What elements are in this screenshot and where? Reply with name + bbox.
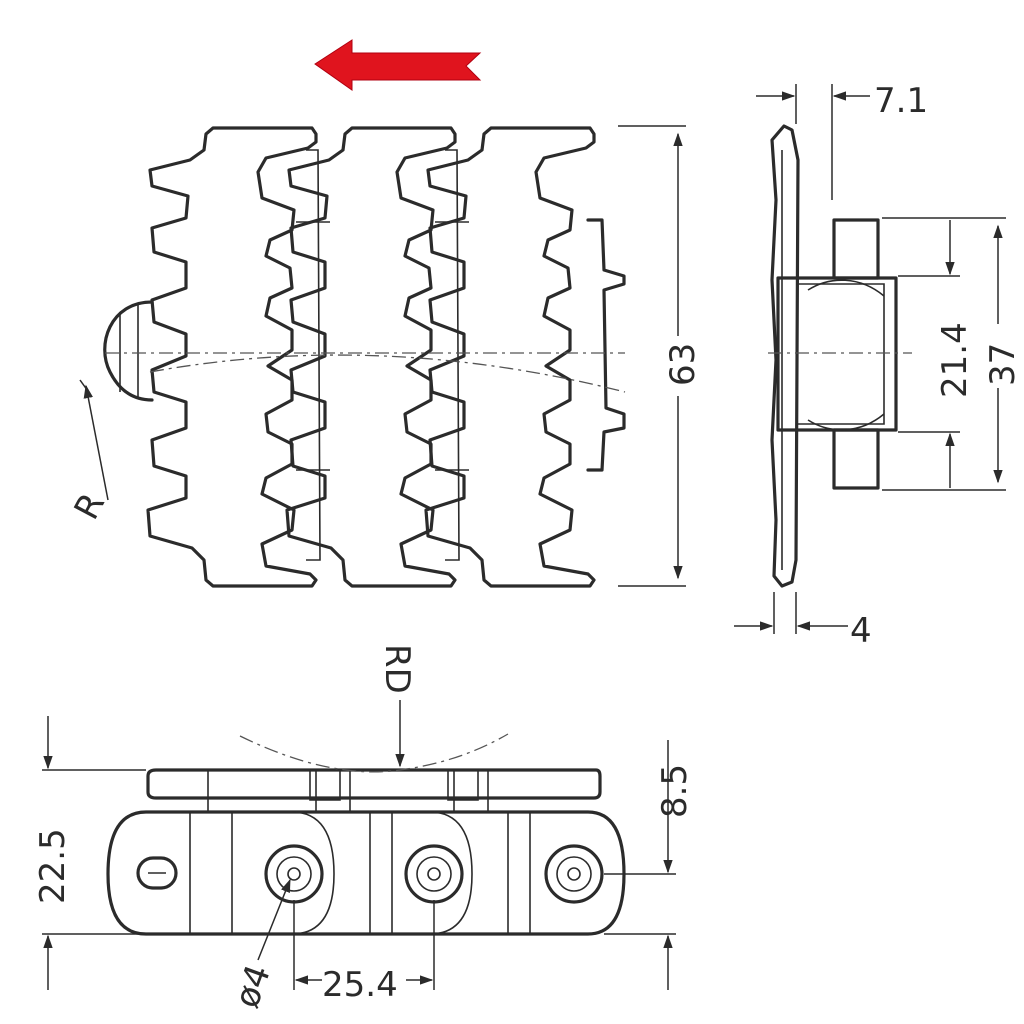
bead-label: 4 — [850, 611, 872, 651]
pin-hole-1 — [136, 856, 178, 890]
side-roller — [103, 300, 154, 402]
pitch-label: 25.4 — [322, 965, 398, 1005]
width-top-label: 7.1 — [874, 81, 928, 121]
pin-hole-3 — [404, 844, 464, 904]
link-width-label: 37 — [983, 343, 1023, 386]
side-height-label: 63 — [663, 343, 703, 386]
inner-width-label: 21.4 — [935, 322, 975, 398]
roller-diameter-label: RD — [377, 644, 417, 694]
chain-link-3 — [424, 126, 626, 588]
pin-diameter-label: ø4 — [227, 960, 279, 1014]
pin-hole-2 — [264, 844, 324, 904]
pin-hole-4 — [544, 844, 604, 904]
bottom-view: RD 22.5 8.5 ø4 25.4 — [33, 644, 695, 1013]
chain-link-2 — [285, 126, 469, 588]
plate-thickness-label: 8.5 — [655, 764, 695, 818]
chain-link-1 — [146, 126, 330, 588]
total-height-label: 22.5 — [33, 828, 73, 904]
direction-arrow-icon — [314, 39, 482, 91]
top-view: R 63 — [67, 125, 703, 588]
side-view: 7.1 4 21.4 37 — [734, 81, 1023, 651]
